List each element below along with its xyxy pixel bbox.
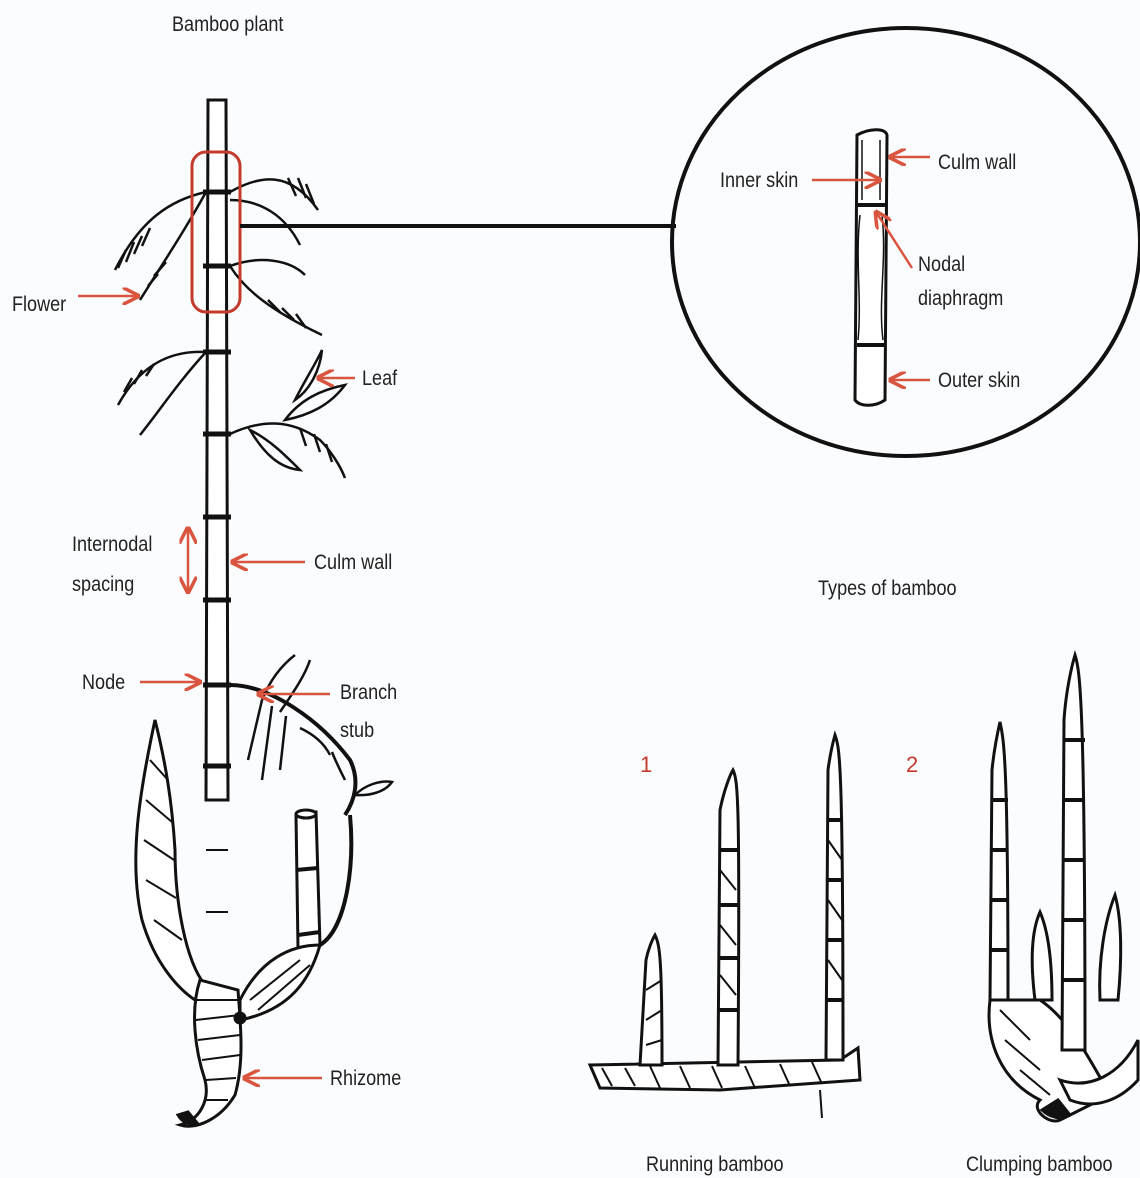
running-bamboo bbox=[590, 735, 860, 1118]
label-branch-stub-line1: Branch bbox=[340, 680, 397, 705]
running-number: 1 bbox=[640, 752, 652, 778]
label-nodal-line1: Nodal bbox=[918, 252, 965, 277]
label-culm-wall: Culm wall bbox=[314, 550, 392, 575]
detail-circle bbox=[672, 28, 1140, 456]
label-detail-culm-wall: Culm wall bbox=[938, 150, 1016, 175]
label-flower: Flower bbox=[12, 292, 66, 317]
rhizome-shape bbox=[178, 945, 320, 1126]
label-inner-skin: Inner skin bbox=[720, 168, 798, 193]
stub-culm bbox=[296, 810, 351, 948]
diagram-title: Bamboo plant bbox=[172, 12, 283, 37]
label-outer-skin: Outer skin bbox=[938, 368, 1020, 393]
label-running-bamboo: Running bamboo bbox=[646, 1152, 784, 1177]
label-nodal-line2: diaphragm bbox=[918, 286, 1003, 311]
label-internodal-line2: spacing bbox=[72, 572, 134, 597]
left-shoot bbox=[136, 720, 205, 1000]
label-clumping-bamboo: Clumping bamboo bbox=[966, 1152, 1113, 1177]
label-internodal-line1: Internodal bbox=[72, 532, 152, 557]
label-node: Node bbox=[82, 670, 125, 695]
label-rhizome: Rhizome bbox=[330, 1066, 401, 1091]
clumping-bamboo bbox=[989, 655, 1138, 1121]
label-branch-stub-line2: stub bbox=[340, 718, 374, 743]
label-leaf: Leaf bbox=[362, 366, 397, 391]
main-culm bbox=[203, 100, 231, 912]
clumping-number: 2 bbox=[906, 752, 918, 778]
types-heading: Types of bamboo bbox=[818, 576, 957, 601]
